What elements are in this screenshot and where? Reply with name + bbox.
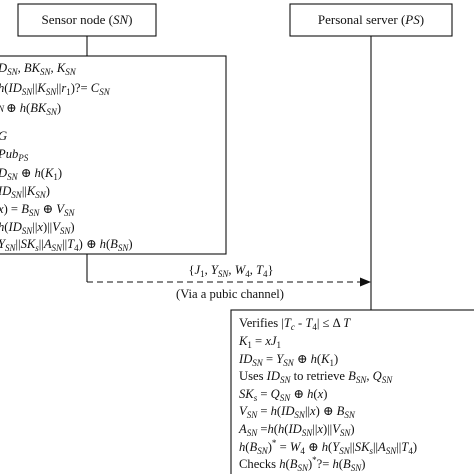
ps-line-8: h(BSN)* = W4 ⊕ h(YSN||SKs||ASN||T4) [239,438,417,456]
personal-server-header: Personal server (PS) [289,3,453,37]
ps-line-4: Uses IDSN to retrieve BSN, QSN [239,369,393,385]
sn-line-5: PubPS [0,147,29,163]
sn-line-9: h(IDSN||x)||VSN) [0,220,75,236]
ps-line-5: SKs = QSN ⊕ h(x) [239,387,327,403]
sn-line-8: x) = BSN ⊕ VSN [0,202,75,218]
personal-server-computation-box: Verifies |Tc - T4| ≤ Δ T K1 = xJ1 IDSN =… [230,309,474,474]
ps-line-9: Checks h(BSN)*?= h(BSN) [239,455,365,473]
sn-line-3: N⊕ h(BKSN) [0,101,61,117]
sensor-node-header: Sensor node (SN) [17,3,157,37]
sn-line-2: h(IDSN||KSN||r1)?= CSN [0,81,111,97]
personal-server-title: Personal server (PS) [318,12,424,27]
ps-line-2: K1 = xJ1 [238,334,281,350]
sn-line-6: DSN ⊕ h(K1) [0,166,62,182]
sn-line-1: DSN, BKSN, KSN [0,61,77,77]
sensor-node-computation-box: DSN, BKSN, KSN h(IDSN||KSN||r1)?= CSN N⊕… [0,55,227,255]
sn-line-7: IDSN||KSN) [0,184,50,200]
message-content: {J1, YSN, W4, T4} [188,263,273,279]
message-channel: (Via a pubic channel) [176,287,284,301]
sn-line-4: G [0,129,7,143]
ps-line-1: Verifies |Tc - T4| ≤ Δ T [239,316,351,332]
sn-line-10: YSN||SKs||ASN||T4) ⊕ h(BSN) [0,237,133,253]
sensor-node-title: Sensor node (SN) [41,12,132,27]
ps-line-6: VSN = h(IDSN||x) ⊕ BSN [239,404,356,420]
ps-line-7: ASN =h(h(IDSN||x)||VSN) [238,422,355,438]
message-transfer: {J1, YSN, W4, T4} (Via a pubic channel) [87,263,371,301]
ps-line-3: IDSN = YSN ⊕ h(K1) [238,352,338,368]
message-arrowhead [360,277,371,287]
